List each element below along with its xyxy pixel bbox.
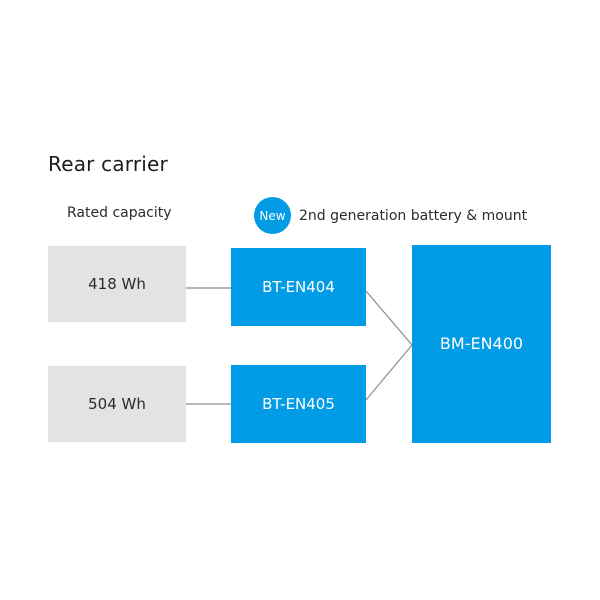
node-capacity-418: 418 Wh: [48, 246, 186, 322]
node-capacity-504: 504 Wh: [48, 366, 186, 442]
connector-bten405-bmen400: [365, 344, 413, 401]
connector-bten404-bmen400: [365, 290, 413, 346]
column-label-rated-capacity: Rated capacity: [67, 205, 172, 221]
legend-label: 2nd generation battery & mount: [299, 207, 528, 224]
page-title: Rear carrier: [48, 152, 168, 176]
legend-new-generation: New 2nd generation battery & mount: [254, 197, 527, 234]
new-badge-icon: New: [254, 197, 291, 234]
node-mount-bm-en400: BM-EN400: [412, 245, 551, 443]
node-battery-bt-en405: BT-EN405: [231, 365, 366, 443]
node-battery-bt-en404: BT-EN404: [231, 248, 366, 326]
